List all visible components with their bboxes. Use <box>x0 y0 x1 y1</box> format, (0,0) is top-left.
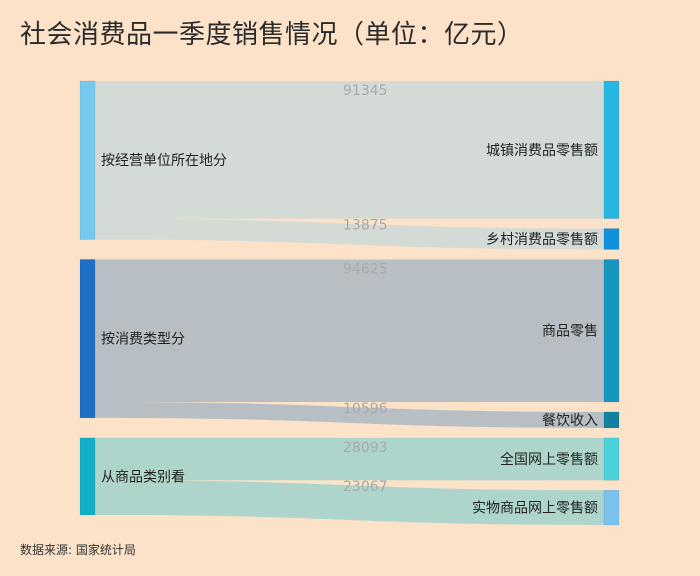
page-title: 社会消费品一季度销售情况（单位：亿元） <box>20 20 524 50</box>
source-label-2: 按消费类型分 <box>101 332 185 348</box>
link-value-5: 28093 <box>343 440 388 456</box>
source-label-1: 按经营单位所在地分 <box>101 153 227 169</box>
target-label-2: 乡村消费品零售额 <box>486 232 598 248</box>
link-value-2: 13875 <box>343 218 388 234</box>
target-label-5: 全国网上零售额 <box>500 451 598 468</box>
target-label-3: 商品零售 <box>542 324 598 340</box>
link-3 <box>95 259 604 402</box>
data-source: 数据来源: 国家统计局 <box>20 543 136 557</box>
source-node-1 <box>79 80 96 240</box>
target-node-6 <box>603 489 620 526</box>
link-4 <box>95 401 604 428</box>
source-node-3 <box>79 437 96 516</box>
link-2 <box>95 218 604 250</box>
source-node-2 <box>79 259 96 419</box>
source-label-3: 从商品类别看 <box>101 469 185 485</box>
link-value-6: 23067 <box>343 479 388 495</box>
link-6 <box>95 480 604 525</box>
link-value-1: 91345 <box>343 83 388 99</box>
target-label-1: 城镇消费品零售额 <box>486 143 598 159</box>
link-1 <box>95 81 604 219</box>
links-layer <box>95 81 604 525</box>
link-value-3: 94625 <box>343 261 388 277</box>
nodes-layer <box>79 80 620 526</box>
target-label-4: 餐饮收入 <box>542 413 598 429</box>
target-node-3 <box>603 259 620 403</box>
target-label-6: 实物商品网上零售额 <box>472 501 598 517</box>
target-node-4 <box>603 411 620 429</box>
target-node-5 <box>603 437 620 481</box>
target-node-2 <box>603 228 620 250</box>
target-node-1 <box>603 80 620 219</box>
link-5 <box>95 437 604 481</box>
link-value-4: 10596 <box>343 401 388 417</box>
